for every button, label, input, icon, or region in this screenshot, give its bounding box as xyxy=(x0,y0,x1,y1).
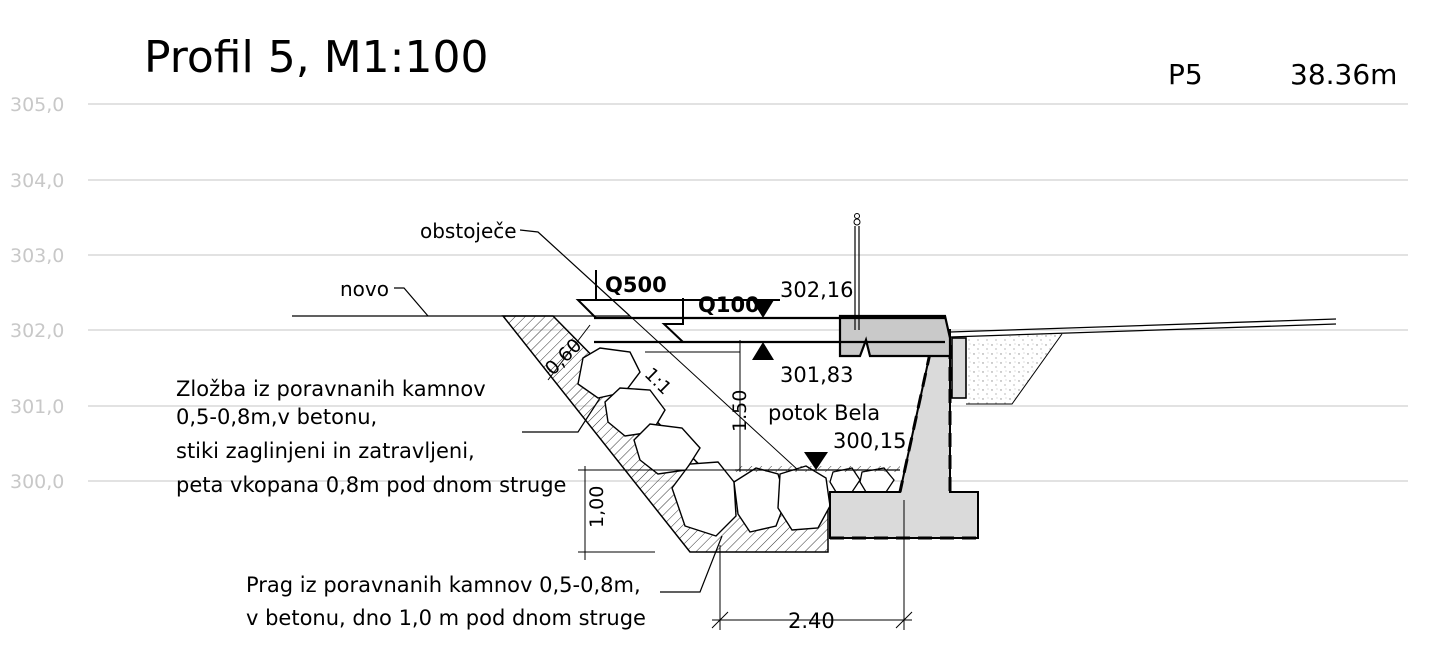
retaining-wall xyxy=(829,213,1063,540)
revetment-stone xyxy=(777,465,831,531)
elevation-label: 301,0 xyxy=(10,396,64,418)
label-q100: Q100 xyxy=(698,293,760,317)
railing-knob xyxy=(854,213,860,219)
q100-marker xyxy=(661,298,684,343)
label-level-bottom: 300,15 xyxy=(833,429,906,453)
backfill-wall xyxy=(951,337,967,399)
revetment-stone xyxy=(671,461,737,537)
backfill-edge xyxy=(966,333,1063,405)
dim-100-label: 1,00 xyxy=(586,486,608,528)
wall-body xyxy=(829,329,979,539)
right-terrain-line-2 xyxy=(949,323,1337,338)
elevation-label: 305,0 xyxy=(10,94,64,116)
water-levels xyxy=(575,270,945,470)
leader-sill xyxy=(660,535,723,593)
level-triangle-up xyxy=(752,342,774,360)
label-existing: obstoječe xyxy=(420,219,517,243)
sill-note-line: Prag iz poravnanih kamnov 0,5-0,8m, xyxy=(246,573,641,597)
sill-note-line: v betonu, dno 1,0 m pod dnom struge xyxy=(246,606,646,630)
elevation-label: 300,0 xyxy=(10,471,64,493)
dim-240-tick xyxy=(895,611,913,629)
annotation-labels: obstoječe novo Q500 Q100 302,16 301,83 p… xyxy=(176,219,906,633)
label-level-mid: 301,83 xyxy=(780,363,853,387)
profile-id: P5 xyxy=(1168,58,1203,91)
bed-level-triangle xyxy=(804,452,828,470)
revetment-note-line: 0,5-0,8m,v betonu, xyxy=(176,405,377,429)
label-level-top: 302,16 xyxy=(780,278,853,302)
drawing-title: Profil 5, M1:100 xyxy=(144,32,488,83)
bed-hatch xyxy=(735,466,900,472)
right-terrain-line xyxy=(949,318,1337,333)
backfill xyxy=(966,334,1062,404)
label-stream-name: potok Bela xyxy=(768,401,880,425)
terrain-lines xyxy=(292,315,1337,471)
elevation-label: 303,0 xyxy=(10,245,64,267)
elevation-label: 302,0 xyxy=(10,320,64,342)
level-triangle-down xyxy=(752,300,774,318)
dim-240-tick xyxy=(711,611,729,629)
revetment-note-line: Zložba iz poravnanih kamnov xyxy=(176,377,486,401)
wall-coping xyxy=(838,314,952,358)
revetment-note-line: stiki zaglinjeni in zatravljeni, xyxy=(176,439,475,463)
leader-existing xyxy=(519,229,631,317)
revetment-note-line: peta vkopana 0,8m pod dnom struge xyxy=(176,473,566,497)
elevation-labels: 305,0 304,0 303,0 302,0 301,0 300,0 xyxy=(10,94,64,493)
leader-new xyxy=(394,287,429,317)
dim-240-label: 2.40 xyxy=(788,609,835,633)
revetment-stone xyxy=(577,347,641,399)
profile-station: 38.36m xyxy=(1290,58,1397,91)
leader-lines xyxy=(394,229,900,593)
dim-thickness xyxy=(547,324,591,381)
stone-revetment xyxy=(501,315,900,553)
dimension-lines xyxy=(547,324,913,630)
label-new: novo xyxy=(340,277,389,301)
leader-revetment xyxy=(522,397,601,433)
label-q500: Q500 xyxy=(605,273,667,297)
railing-knob xyxy=(853,218,861,226)
dim-150-label: 1.50 xyxy=(729,390,751,432)
elevation-label: 304,0 xyxy=(10,170,64,192)
revetment-stone xyxy=(633,423,701,475)
